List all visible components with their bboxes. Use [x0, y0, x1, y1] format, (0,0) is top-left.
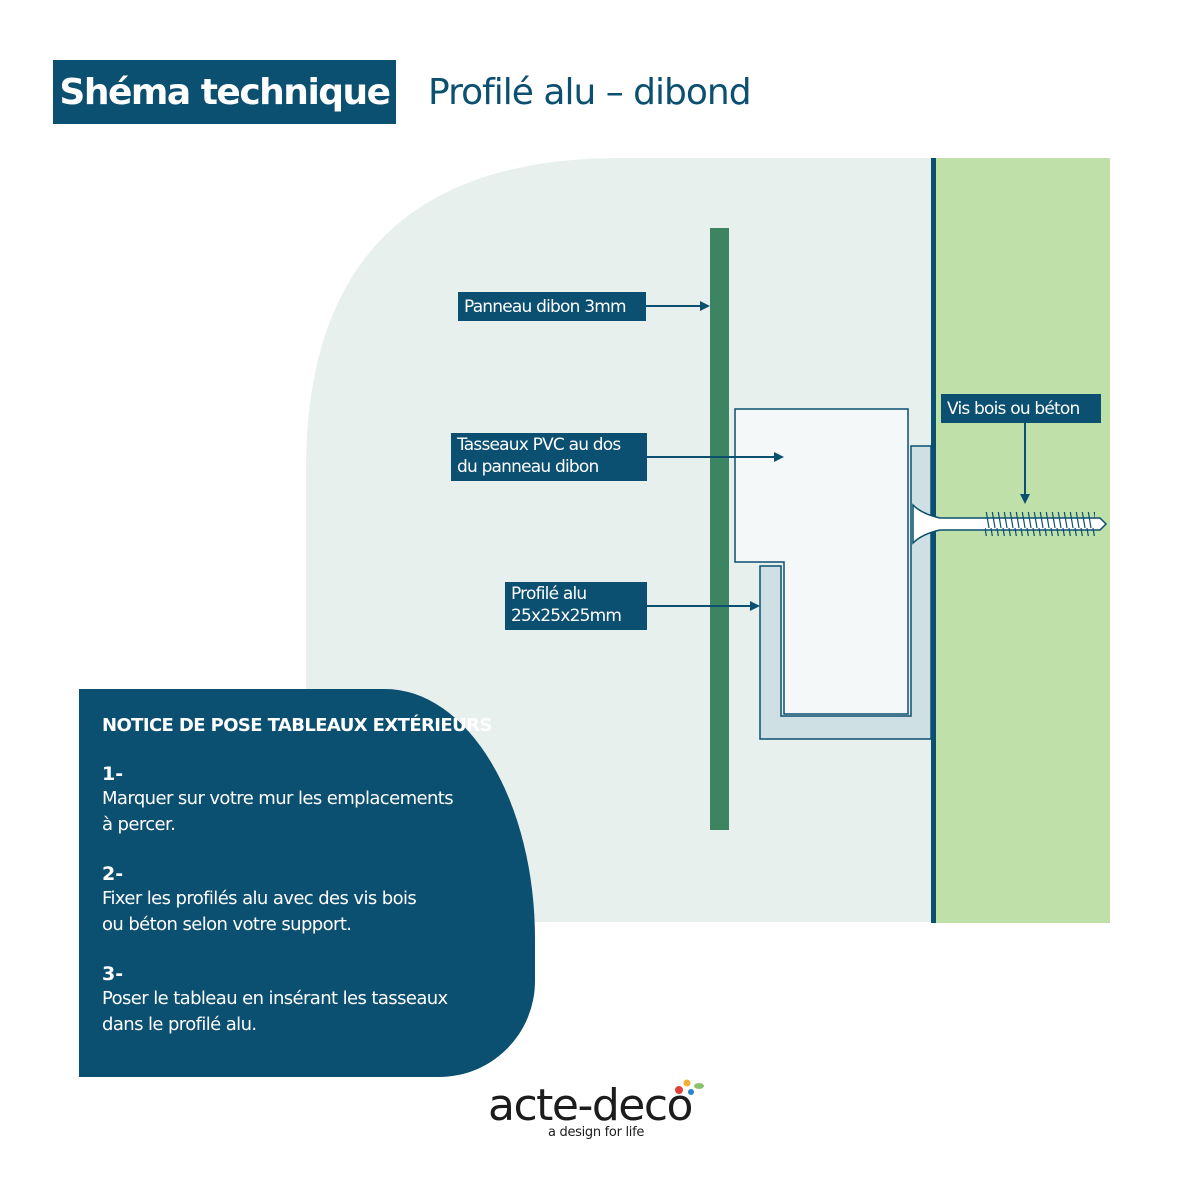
- step-number: 1-: [102, 763, 124, 785]
- label-alu-profile-line2: 25x25x25mm: [511, 606, 622, 626]
- label-dibond-panel-text: Panneau dibon 3mm: [464, 296, 627, 317]
- brand-tagline: a design for life: [548, 1125, 645, 1140]
- page-subtitle: Profilé alu – dibond: [428, 71, 752, 113]
- screw-icon: [912, 503, 1108, 545]
- label-dibond-panel: Panneau dibon 3mm: [458, 292, 646, 321]
- page-title: Shéma technique: [53, 60, 396, 124]
- label-pvc-tasseaux: Tasseaux PVC au dos du panneau dibon: [451, 433, 647, 481]
- brand-logo: acte-deco a design for life: [488, 1078, 718, 1148]
- step-text-line2: ou béton selon votre support.: [102, 914, 352, 935]
- step-text-line2: dans le profilé alu.: [102, 1014, 257, 1035]
- wall-surface-line: [931, 158, 936, 923]
- aluminium-profile: [759, 445, 932, 740]
- notice-step-1: 1- Marquer sur votre mur les emplacement…: [102, 762, 515, 838]
- step-text-line2: à percer.: [102, 814, 176, 835]
- step-text-line1: Marquer sur votre mur les emplacements: [102, 788, 454, 809]
- dibond-panel: [710, 228, 729, 830]
- label-screw-text: Vis bois ou béton: [947, 398, 1080, 419]
- notice-title: NOTICE DE POSE TABLEAUX EXTÉRIEURS: [102, 715, 492, 736]
- notice-step-3: 3- Poser le tableau en insérant les tass…: [102, 962, 515, 1038]
- label-alu-profile: Profilé alu 25x25x25mm: [505, 582, 647, 630]
- step-text-line1: Fixer les profilés alu avec des vis bois: [102, 888, 417, 909]
- color-dots-icon: [675, 1079, 704, 1095]
- step-number: 2-: [102, 863, 124, 885]
- label-screw: Vis bois ou béton: [941, 394, 1101, 423]
- label-pvc-tasseaux-line1: Tasseaux PVC au dos: [457, 435, 621, 455]
- step-number: 3-: [102, 963, 124, 985]
- pvc-tasseau: [734, 408, 909, 715]
- brand-name: acte-deco: [488, 1080, 693, 1131]
- label-pvc-tasseaux-line2: du panneau dibon: [457, 457, 599, 477]
- wall: [934, 158, 1110, 923]
- notice-step-2: 2- Fixer les profilés alu avec des vis b…: [102, 862, 515, 938]
- page-title-text: Shéma technique: [59, 71, 391, 113]
- step-text-line1: Poser le tableau en insérant les tasseau…: [102, 988, 448, 1009]
- installation-notice: NOTICE DE POSE TABLEAUX EXTÉRIEURS 1- Ma…: [79, 689, 535, 1077]
- label-alu-profile-line1: Profilé alu: [511, 584, 587, 604]
